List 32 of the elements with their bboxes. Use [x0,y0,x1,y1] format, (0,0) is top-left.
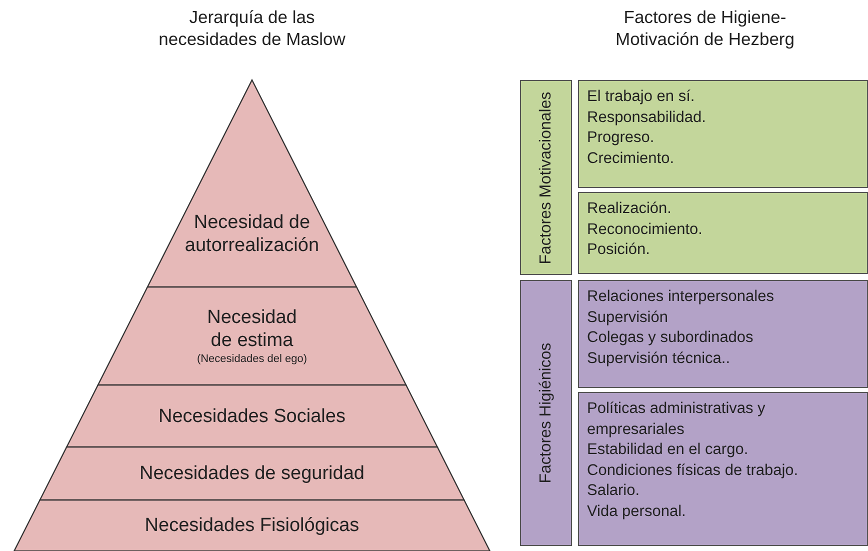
category-box [520,280,572,546]
level-label: Necesidades Fisiológicas [144,514,360,537]
factor-box [578,392,868,546]
level-label: Necesidades Sociales [158,404,346,428]
factor-item: Crecimiento. [587,148,674,168]
category-label: Factores Motivacionales [536,91,556,264]
factor-item: Políticas administrativas y empresariales [587,399,766,440]
factor-item: Supervisión [587,308,668,328]
factor-item: Colegas y subordinados [587,328,754,348]
factor-item: El trabajo en sí. [587,87,695,107]
level-note: (Necesidades del ego) [196,352,308,366]
category-label: Factores Higiénicos [536,342,556,484]
factor-item: Progreso. [587,128,654,148]
diagram-heading: Jerarquía de las necesidades de Maslow [158,6,346,50]
factor-box [578,280,868,388]
level-label: Necesidad de autorrealización [184,210,320,256]
factor-item: Responsabilidad. [587,108,706,128]
diagram-heading: Factores de Higiene- Motivación de Hezberg [614,6,796,50]
factor-item: Salario. [587,481,640,501]
factor-item: Estabilidad en el cargo. [587,440,748,460]
level-label: Necesidades de seguridad [139,462,364,485]
factor-item: Vida personal. [587,502,686,522]
factor-item: Supervisión técnica.. [587,348,730,368]
factor-item: Condiciones físicas de trabajo. [587,460,798,480]
level-label: Necesidad de estima [206,306,298,352]
factor-item: Posición. [587,240,650,260]
category-box [520,80,572,275]
factor-item: Relaciones interpersonales [587,287,774,307]
factor-item: Realización. [587,199,672,219]
factor-box [578,192,868,274]
factor-item: Reconocimiento. [587,220,702,240]
factor-box [578,80,868,188]
